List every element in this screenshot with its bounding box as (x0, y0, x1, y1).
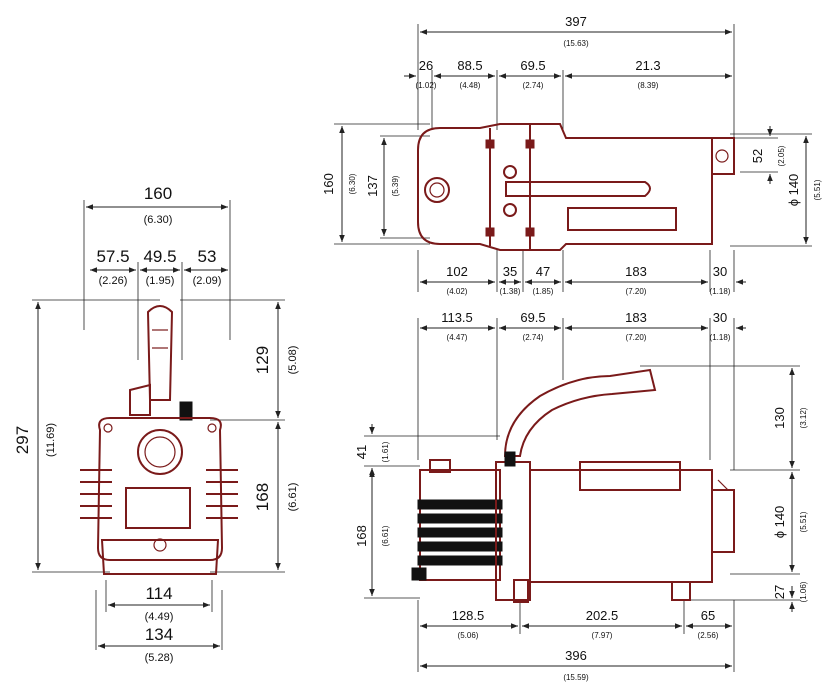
side-bottom-b: 202.5 (586, 608, 619, 623)
front-overall-height-in: (11.69) (45, 423, 57, 457)
front-seg-mid: 49.5 (143, 247, 176, 266)
front-overall-height: 297 (13, 426, 32, 454)
front-lower-height-in: (6.61) (287, 483, 299, 512)
side-diameter-in: (5.51) (799, 511, 808, 532)
front-upper-height: 129 (253, 346, 272, 374)
side-overall-length-in: (15.59) (563, 673, 589, 682)
top-seg-b-in: (4.48) (460, 81, 481, 90)
top-bottom-e-in: (1.18) (710, 287, 731, 296)
top-bottom-c: 47 (536, 264, 550, 279)
side-top-c-in: (7.20) (626, 333, 647, 342)
top-overall-length-in: (15.63) (563, 39, 589, 48)
side-top-a: 113.5 (441, 310, 473, 325)
top-bottom-c-in: (1.85) (533, 287, 554, 296)
top-bottom-d: 183 (625, 264, 647, 279)
front-seg-left: 57.5 (96, 247, 129, 266)
side-left-small: 41 (354, 445, 369, 459)
side-bottom-b-in: (7.97) (592, 631, 613, 640)
side-top-b-in: (2.74) (523, 333, 544, 342)
top-height-outer: 160 (321, 173, 336, 195)
top-seg-c-in: (2.74) (523, 81, 544, 90)
front-upper-height-in: (5.08) (287, 346, 299, 375)
top-seg-a: 26 (419, 58, 433, 73)
top-overall-length: 397 (565, 14, 587, 29)
front-base-outer: 134 (145, 625, 173, 644)
front-seg-right: 53 (198, 247, 217, 266)
front-seg-right-in: (2.09) (193, 275, 222, 287)
top-bottom-a: 102 (446, 264, 468, 279)
top-seg-d-in: (8.39) (638, 81, 659, 90)
top-bottom-b: 35 (503, 264, 517, 279)
side-left-body-in: (6.61) (381, 525, 390, 546)
top-bottom-e: 30 (713, 264, 727, 279)
side-left-body: 168 (354, 525, 369, 547)
side-bottom-c: 65 (701, 608, 715, 623)
top-seg-a-in: (1.02) (416, 81, 437, 90)
side-bottom-c-in: (2.56) (698, 631, 719, 640)
top-right-offset-in: (2.05) (777, 145, 786, 166)
side-top-b: 69.5 (520, 310, 545, 325)
front-base-inner: 114 (145, 584, 172, 603)
front-overall-width-in: (6.30) (144, 214, 173, 226)
side-foot-height: 27 (772, 585, 787, 599)
top-height-inner: 137 (365, 175, 380, 197)
top-right-offset: 52 (750, 149, 765, 163)
top-height-outer-in: (6.30) (348, 173, 357, 194)
top-bottom-a-in: (4.02) (447, 287, 468, 296)
top-seg-b: 88.5 (457, 58, 482, 73)
side-left-small-in: (1.61) (381, 441, 390, 462)
side-top-d: 30 (713, 310, 727, 325)
side-diameter: ϕ 140 (772, 506, 787, 539)
front-lower-height: 168 (253, 483, 272, 511)
front-base-outer-in: (5.28) (145, 652, 174, 664)
front-seg-mid-in: (1.95) (146, 275, 175, 287)
front-base-inner-in: (4.49) (145, 611, 174, 623)
side-handle-height: 130 (772, 407, 787, 429)
top-bottom-d-in: (7.20) (626, 287, 647, 296)
top-seg-c: 69.5 (520, 58, 545, 73)
side-handle-height-in: (3.12) (799, 407, 808, 428)
side-top-c: 183 (625, 310, 647, 325)
top-height-inner-in: (5.39) (391, 175, 400, 196)
side-overall-length: 396 (565, 648, 587, 663)
side-top-d-in: (1.18) (710, 333, 731, 342)
side-bottom-a-in: (5.06) (458, 631, 479, 640)
front-seg-left-in: (2.26) (99, 275, 128, 287)
top-diameter: ϕ 140 (786, 174, 801, 207)
top-seg-d: 21.3 (635, 58, 660, 73)
top-diameter-in: (5.51) (813, 179, 822, 200)
front-overall-width: 160 (144, 184, 172, 203)
side-top-a-in: (4.47) (447, 333, 468, 342)
top-view: 397 (15.63) 26 (1.02) 88.5 (4.48) 69.5 (… (321, 14, 822, 296)
top-bottom-b-in: (1.38) (500, 287, 521, 296)
front-view: 160 (6.30) 57.5 (2.26) 49.5 (1.95) 53 (2… (13, 184, 299, 664)
side-view: 113.5 (4.47) 69.5 (2.74) 183 (7.20) 30 (… (354, 310, 808, 682)
side-foot-height-in: (1.06) (799, 581, 808, 602)
side-bottom-a: 128.5 (452, 608, 485, 623)
